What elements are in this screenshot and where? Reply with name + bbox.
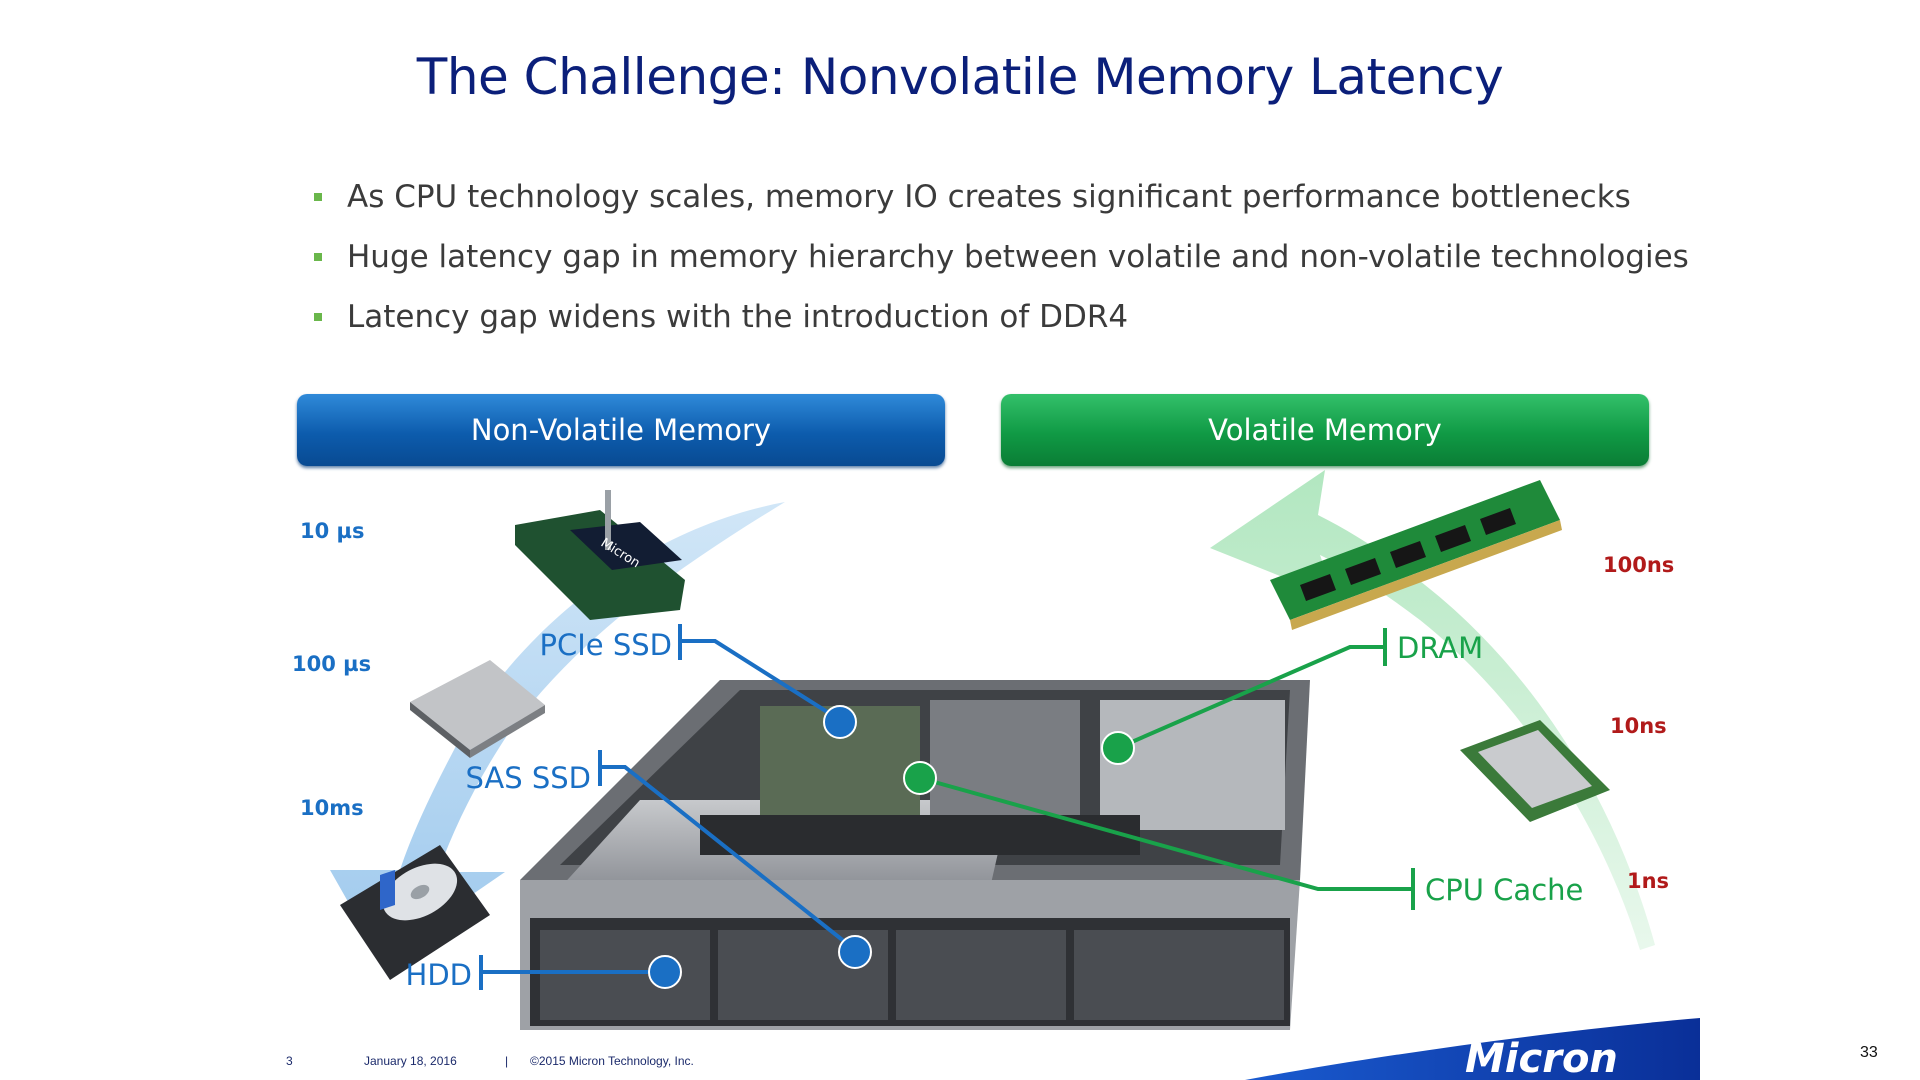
dram-module — [1270, 480, 1562, 630]
nonvolatile-memory-band: Non-Volatile Memory — [297, 394, 945, 466]
latency-100us: 100 µs — [292, 652, 371, 676]
cpu-cache-label: CPU Cache — [1425, 873, 1583, 907]
nonvolatile-connectors — [479, 624, 857, 990]
memory-labels: DRAM CPU Cache — [1397, 631, 1583, 907]
nonvolatile-latency-arrow — [330, 502, 785, 958]
latency-1ns: 1ns — [1627, 869, 1669, 893]
bullet-item: Huge latency gap in memory hierarchy bet… — [312, 236, 1689, 296]
bullet-list: As CPU technology scales, memory IO crea… — [312, 176, 1689, 356]
footer-date: January 18, 2016 — [364, 1054, 457, 1068]
micron-logo: Micron — [1465, 1036, 1618, 1080]
hdd-label: HDD — [406, 958, 472, 992]
slide-title: The Challenge: Nonvolatile Memory Latenc… — [416, 48, 1504, 106]
sas-ssd-drive — [410, 660, 545, 758]
volatile-latency-labels: 100ns 10ns 1ns — [1603, 553, 1674, 893]
bullet-text: Huge latency gap in memory hierarchy bet… — [347, 239, 1689, 275]
latency-100ns: 100ns — [1603, 553, 1674, 577]
bullet-marker — [314, 313, 322, 321]
bullet-marker — [314, 193, 322, 201]
logo-band — [1245, 1018, 1700, 1080]
dram-label: DRAM — [1397, 631, 1483, 665]
hdd-drive — [340, 845, 490, 980]
volatile-connector-dots — [903, 731, 1135, 795]
nonvolatile-latency-labels: 10 µs 100 µs 10ms — [292, 519, 371, 820]
footer-separator: | — [505, 1054, 509, 1068]
bullet-text: Latency gap widens with the introduction… — [347, 299, 1129, 335]
latency-10ms: 10ms — [300, 796, 364, 820]
volatile-connectors — [919, 628, 1415, 910]
latency-10ns: 10ns — [1610, 714, 1667, 738]
bullet-item: Latency gap widens with the introduction… — [312, 296, 1689, 356]
footer-copyright: ©2015 Micron Technology, Inc. — [530, 1054, 694, 1068]
storage-labels: PCIe SSD SAS SSD HDD — [406, 628, 672, 992]
volatile-memory-band: Volatile Memory — [1001, 394, 1649, 466]
pcie-ssd-label: PCIe SSD — [540, 628, 673, 662]
bullet-marker — [314, 253, 322, 261]
footer-slide-number: 3 — [286, 1054, 293, 1068]
pcie-ssd-card: Micron — [515, 490, 685, 620]
bullet-item: As CPU technology scales, memory IO crea… — [312, 176, 1689, 236]
page-number: 33 — [1860, 1044, 1878, 1061]
bullet-text: As CPU technology scales, memory IO crea… — [347, 179, 1631, 215]
cpu-chip — [1460, 720, 1610, 822]
latency-10us: 10 µs — [300, 519, 365, 543]
sas-ssd-label: SAS SSD — [465, 761, 591, 795]
nonvolatile-connector-dots — [648, 705, 872, 989]
